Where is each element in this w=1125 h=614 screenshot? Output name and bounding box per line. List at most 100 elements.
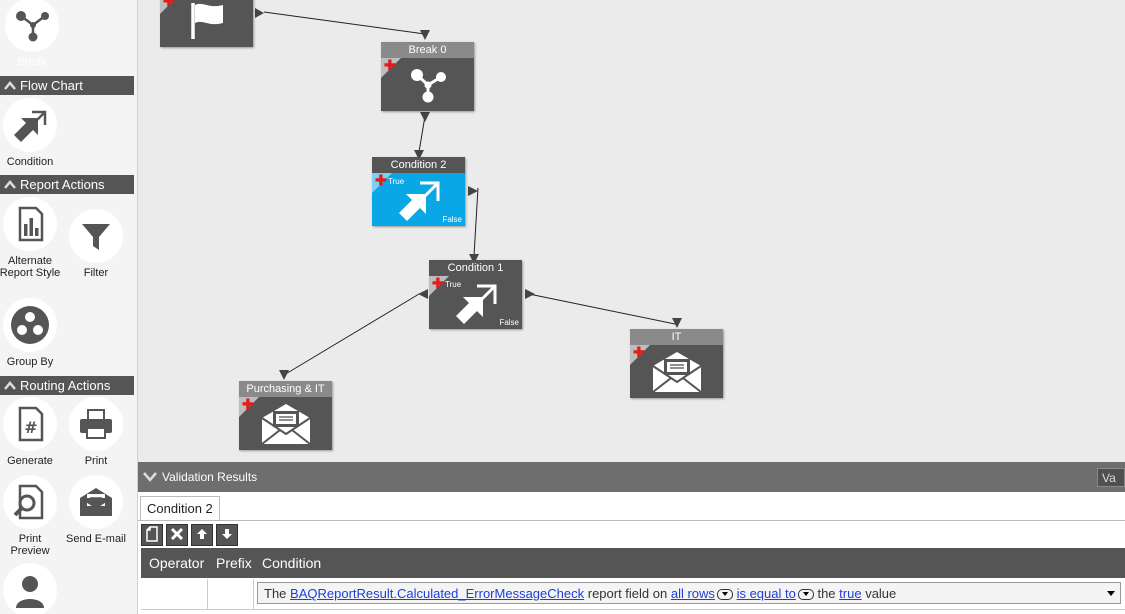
flow-canvas[interactable]: ✚ Break 0 ✚ Condition 2 ✚ True False: [138, 0, 1125, 460]
field-link[interactable]: BAQReportResult.Calculated_ErrorMessageC…: [290, 586, 585, 601]
port-arrow: [255, 8, 264, 18]
user-icon: [3, 563, 57, 614]
tool-group-by-label: Group By: [6, 356, 54, 368]
operator-link[interactable]: is equal to: [736, 586, 796, 601]
filter-funnel-icon: [69, 209, 123, 263]
tab-condition-2[interactable]: Condition 2: [140, 496, 220, 521]
port-arrow: [469, 254, 479, 264]
tool-print-preview-label: Print Preview: [10, 533, 50, 557]
connector-layer: [255, 8, 682, 380]
add-icon[interactable]: ✚: [432, 276, 444, 291]
report-chart-icon: [3, 197, 57, 251]
column-prefix[interactable]: Prefix: [216, 555, 252, 571]
tool-condition[interactable]: Condition: [0, 98, 62, 168]
tool-print[interactable]: Print: [64, 397, 128, 467]
it-title: IT: [630, 329, 723, 345]
tool-user[interactable]: [0, 563, 62, 614]
share-nodes-icon: [381, 58, 474, 111]
operator-dropdown-icon[interactable]: [797, 589, 814, 601]
validation-header[interactable]: Validation Results Va: [138, 462, 1125, 492]
port-arrow: [468, 186, 478, 196]
tool-send-email[interactable]: Send E-mail: [64, 475, 128, 545]
tool-alternate-report-style-label: Alternate Report Style: [0, 255, 61, 279]
new-document-icon: [145, 525, 159, 545]
condition1-node[interactable]: Condition 1 ✚ True False: [429, 260, 522, 329]
move-down-button[interactable]: [216, 524, 238, 546]
tool-group-by[interactable]: Group By: [0, 298, 62, 368]
prefix-cell[interactable]: [208, 579, 254, 609]
tool-alternate-report-style[interactable]: Alternate Report Style: [0, 197, 62, 279]
printer-icon: [69, 397, 123, 451]
svg-text:#: #: [24, 418, 37, 437]
new-row-button[interactable]: [141, 524, 163, 546]
port-arrow: [420, 30, 430, 40]
chevron-down-icon[interactable]: [142, 462, 158, 503]
table-row[interactable]: The BAQReportResult.Calculated_ErrorMess…: [141, 579, 1125, 610]
validation-title: Validation Results: [162, 470, 258, 484]
hash-document-icon: #: [3, 397, 57, 451]
break0-title: Break 0: [381, 42, 474, 58]
tool-generate[interactable]: # Generate: [0, 397, 62, 467]
envelope-icon: [239, 397, 332, 450]
section-flow-chart[interactable]: Flow Chart: [0, 76, 134, 95]
purchasing-it-node[interactable]: Purchasing & IT ✚: [239, 381, 332, 450]
add-icon[interactable]: ✚: [242, 397, 254, 412]
envelope-icon: [630, 345, 723, 398]
condition-arrows-icon: [429, 276, 522, 329]
start-node[interactable]: ✚: [160, 0, 253, 47]
section-routing-actions[interactable]: Routing Actions: [0, 376, 134, 395]
connector-break0-condition2: [418, 115, 426, 153]
add-icon[interactable]: ✚: [633, 345, 645, 360]
condition2-title: Condition 2: [372, 157, 465, 173]
tool-send-email-label: Send E-mail: [66, 533, 126, 545]
true-port-label: True: [445, 280, 462, 289]
tool-break[interactable]: Break: [0, 0, 64, 68]
it-node[interactable]: IT ✚: [630, 329, 723, 398]
port-arrow: [414, 150, 424, 160]
tool-filter[interactable]: Filter: [64, 209, 128, 279]
break0-node[interactable]: Break 0 ✚: [381, 42, 474, 111]
print-preview-icon: [3, 475, 57, 529]
envelope-icon: [69, 475, 123, 529]
condition-editor[interactable]: The BAQReportResult.Calculated_ErrorMess…: [257, 582, 1121, 604]
port-arrow: [420, 112, 430, 122]
condition-arrows-icon: [372, 173, 465, 226]
tool-print-preview[interactable]: Print Preview: [0, 475, 62, 557]
validation-panel: Validation Results Va Condition 2 Operat…: [138, 462, 1125, 614]
arrow-up-icon: [196, 528, 208, 543]
column-operator[interactable]: Operator: [149, 555, 205, 571]
close-icon: [170, 527, 184, 544]
condition1-title: Condition 1: [429, 260, 522, 276]
port-arrow: [279, 370, 289, 380]
delete-row-button[interactable]: [166, 524, 188, 546]
condition-text: value: [865, 586, 897, 601]
value-link[interactable]: true: [839, 586, 862, 601]
false-port-label: False: [499, 318, 519, 327]
chevron-up-icon: [3, 175, 17, 199]
column-condition[interactable]: Condition: [262, 555, 322, 571]
rows-dropdown-icon[interactable]: [716, 589, 733, 601]
break-icon: [5, 0, 59, 52]
condition-text: the: [817, 586, 836, 601]
add-icon[interactable]: ✚: [375, 173, 387, 188]
false-port-label: False: [442, 215, 462, 224]
conditions-table-header: Operator Prefix Condition: [141, 548, 1125, 578]
section-report-actions[interactable]: Report Actions: [0, 175, 134, 194]
add-icon[interactable]: ✚: [384, 58, 396, 73]
section-report-actions-label: Report Actions: [20, 177, 105, 192]
rows-link[interactable]: all rows: [670, 586, 715, 601]
tool-generate-label: Generate: [7, 455, 53, 467]
tool-palette: Break Flow Chart Condition Report Action…: [0, 0, 138, 614]
chevron-down-icon[interactable]: [1107, 591, 1115, 596]
validate-button[interactable]: Va: [1097, 468, 1125, 487]
operator-cell[interactable]: [141, 579, 208, 609]
arrow-down-icon: [221, 528, 233, 543]
true-port-label: True: [388, 177, 405, 186]
condition-text: The: [264, 586, 287, 601]
tool-break-label: Break: [17, 56, 47, 68]
chevron-up-icon: [3, 76, 17, 100]
tool-condition-label: Condition: [6, 156, 54, 168]
move-up-button[interactable]: [191, 524, 213, 546]
condition2-node[interactable]: Condition 2 ✚ True False: [372, 157, 465, 226]
add-icon[interactable]: ✚: [163, 0, 175, 9]
